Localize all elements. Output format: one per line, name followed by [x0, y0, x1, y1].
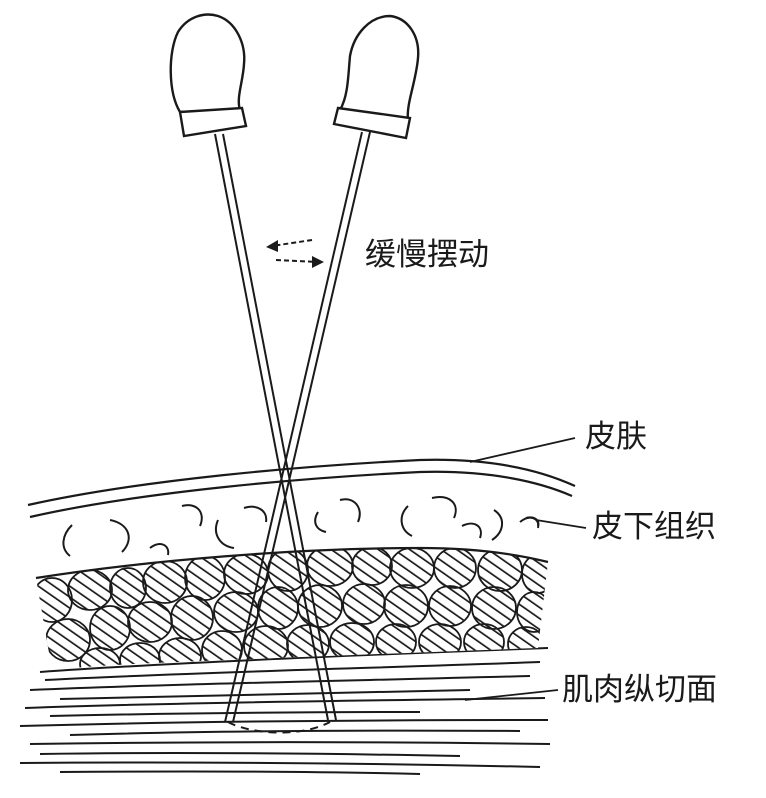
label-muscle-longitudinal-section: 肌肉纵切面	[562, 675, 717, 706]
label-skin: 皮肤	[585, 422, 647, 453]
swing-arrowheads	[266, 240, 324, 268]
left-needle-handle	[171, 15, 245, 112]
left-needle-collar	[180, 108, 246, 136]
label-slow-swing: 缓慢摆动	[365, 240, 489, 271]
label-subcutaneous-tissue: 皮下组织	[592, 512, 716, 543]
swing-arrows	[272, 240, 318, 262]
subcutaneous-layer	[63, 497, 538, 556]
right-needle-handle	[340, 16, 418, 120]
skin-layer	[28, 460, 575, 517]
muscle-layer	[20, 648, 550, 774]
